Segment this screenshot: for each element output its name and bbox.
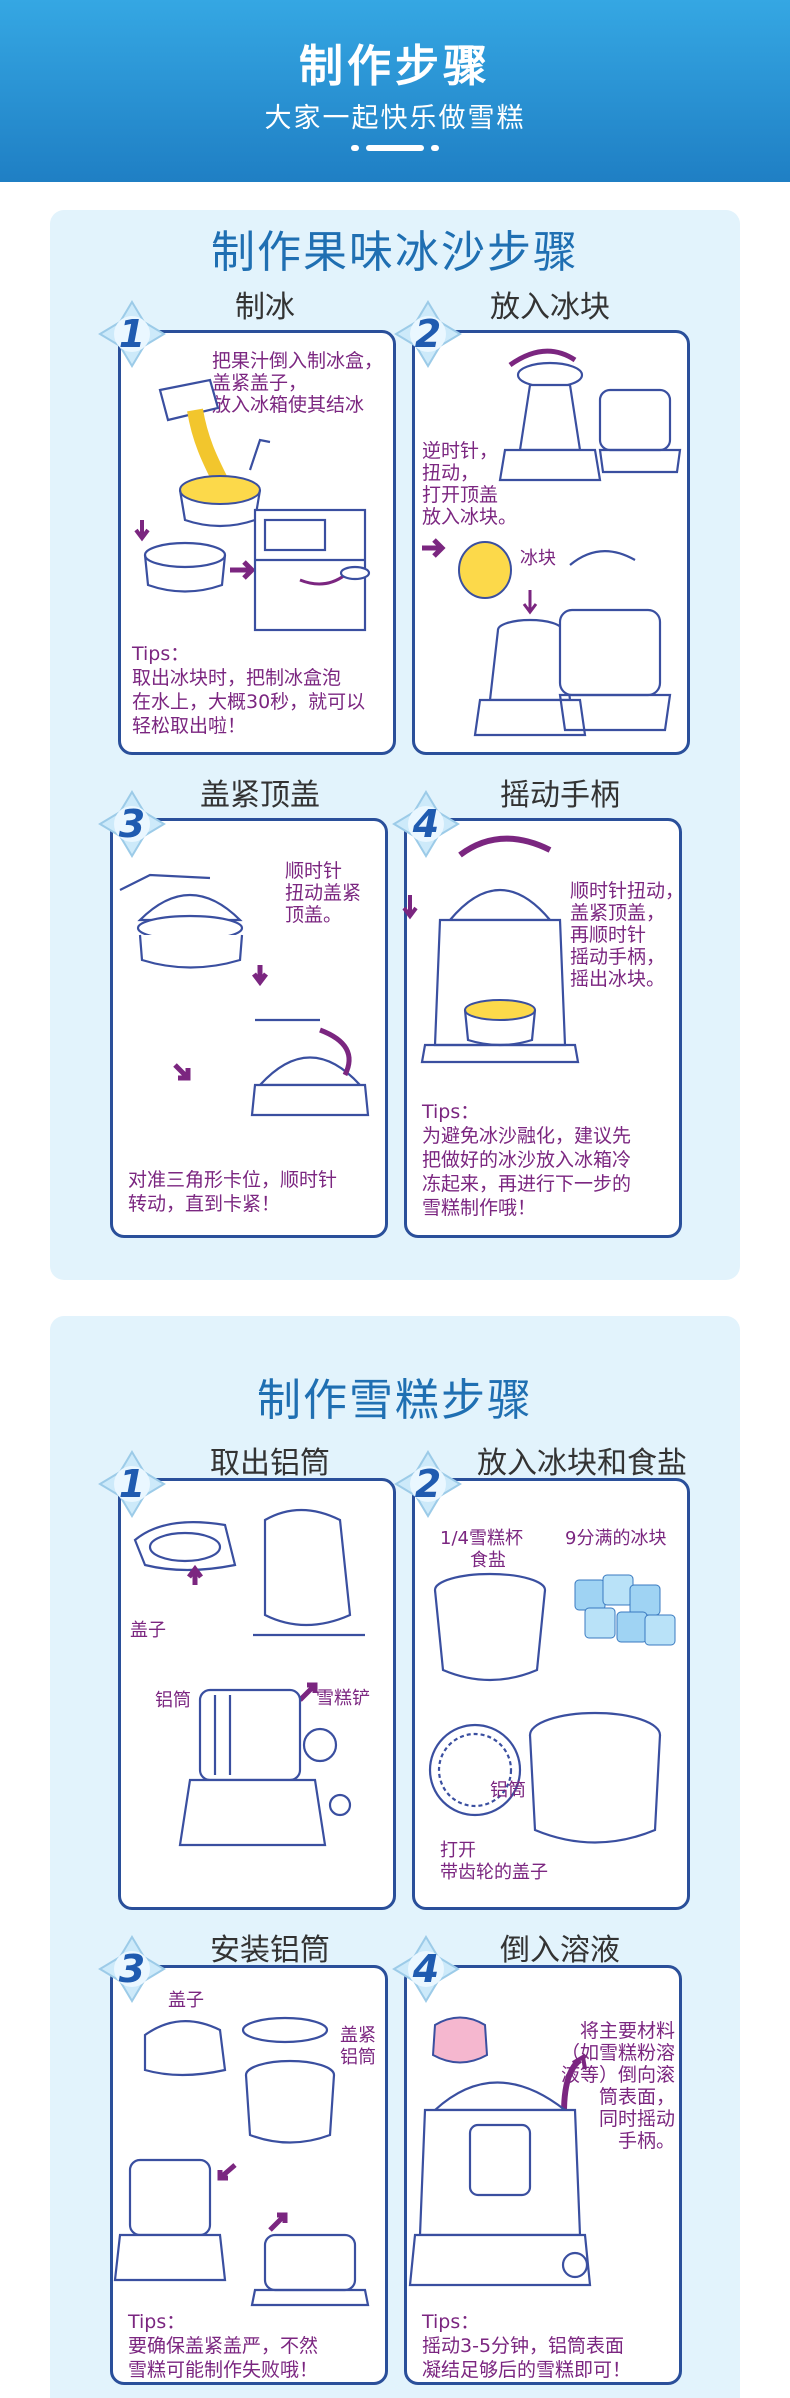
- step-number: 4: [412, 1947, 440, 1991]
- step-number: 2: [414, 1462, 442, 1506]
- step-note: 逆时针，扭动，打开顶盖放入冰块。: [422, 440, 518, 528]
- cylinder-label: 铝筒: [340, 2047, 376, 2068]
- lid-label: 盖子: [168, 1990, 204, 2011]
- salt-label: 食盐: [470, 1550, 506, 1571]
- step-number: 1: [118, 312, 146, 356]
- step-badge-icon: [98, 1450, 166, 1518]
- step-title: 盖紧顶盖: [200, 778, 320, 813]
- step-title: 倒入溶液: [500, 1933, 620, 1968]
- step-title: 放入冰块和食盐: [477, 1446, 687, 1481]
- step-badge-icon: [394, 300, 462, 368]
- crank-illustration: [402, 835, 580, 1064]
- step-tips: 对准三角形卡位，顺时针转动，直到卡紧！: [128, 1169, 338, 1215]
- tighten-label: 盖紧: [340, 2025, 376, 2046]
- section-title: 制作雪糕步骤: [257, 1375, 533, 1426]
- step-tips: Tips：为避免冰沙融化，建议先把做好的冰沙放入冰箱冷冻起来，再进行下一步的雪糕…: [422, 1101, 632, 1219]
- header-bar: [366, 145, 424, 151]
- step-number: 1: [118, 1462, 146, 1506]
- step-note: 顺时针扭动，盖紧顶盖，再顺时针摇动手柄，摇出冰块。: [570, 880, 685, 990]
- step-tips: Tips：取出冰块时，把制冰盒泡在水上，大概30秒，就可以轻松取出啦！: [132, 643, 366, 737]
- gear-lid-label: 带齿轮的盖子: [440, 1862, 548, 1883]
- cylinder-label: 铝筒: [155, 1690, 191, 1711]
- step-title: 取出铝筒: [210, 1446, 330, 1481]
- pour-solution-illustration: [408, 2016, 592, 2287]
- ice-tray-illustration: [134, 378, 371, 632]
- page-subtitle: 大家一起快乐做雪糕: [264, 103, 526, 134]
- close-lid-illustration: [119, 873, 370, 1117]
- step-title: 摇动手柄: [500, 778, 620, 813]
- step-title: 放入冰块: [490, 290, 610, 325]
- step-number: 3: [118, 1947, 146, 1991]
- cylinder-label: 铝筒: [490, 1780, 526, 1801]
- lid-label: 盖子: [130, 1620, 166, 1641]
- ice-full-label: 9分满的冰块: [565, 1528, 667, 1549]
- add-ice-illustration: [422, 538, 672, 737]
- scoop-label: 雪糕铲: [316, 1688, 370, 1709]
- step-note: 将主要材料（如雪糕粉溶液等）倒向滚筒表面，同时摇动手柄。: [560, 2020, 675, 2152]
- step-number: 2: [414, 312, 442, 356]
- step-badge-icon: [98, 790, 166, 858]
- shaver-open-illustration: [498, 348, 682, 482]
- page-title: 制作步骤: [299, 41, 491, 92]
- step-number: 3: [118, 802, 146, 846]
- install-cylinder-illustration: [113, 2016, 370, 2307]
- step-note: 顺时针扭动盖紧顶盖。: [285, 860, 362, 926]
- step-badge-icon: [392, 1935, 460, 2003]
- cup-label: 1/4雪糕杯: [440, 1528, 523, 1549]
- section-title: 制作果味冰沙步骤: [211, 227, 579, 278]
- step-tips: Tips：摇动3-5分钟，铝筒表面凝结足够后的雪糕即可！: [422, 2311, 632, 2381]
- page-header: 制作步骤 大家一起快乐做雪糕: [0, 0, 790, 182]
- step-title: 制冰: [235, 290, 295, 325]
- step-card: [412, 1478, 690, 1910]
- step-number: 4: [412, 802, 440, 846]
- header-dot-right: [431, 145, 439, 151]
- remove-cylinder-illustration: [133, 1508, 365, 1847]
- step-title: 安装铝筒: [210, 1933, 330, 1968]
- step-badge-icon: [98, 300, 166, 368]
- ice-label: 冰块: [520, 548, 556, 569]
- ice-salt-illustration: [428, 1572, 676, 1844]
- step-tips: Tips：要确保盖紧盖严，不然雪糕可能制作失败哦！: [128, 2311, 319, 2381]
- step-badge-icon: [98, 1935, 166, 2003]
- header-dot-left: [351, 145, 359, 151]
- step-card: [110, 818, 388, 1238]
- step-badge-icon: [392, 790, 460, 858]
- step-badge-icon: [394, 1450, 462, 1518]
- open-label: 打开: [440, 1840, 476, 1861]
- step-note: 把果汁倒入制冰盒，盖紧盖子，放入冰箱使其结冰: [212, 350, 384, 416]
